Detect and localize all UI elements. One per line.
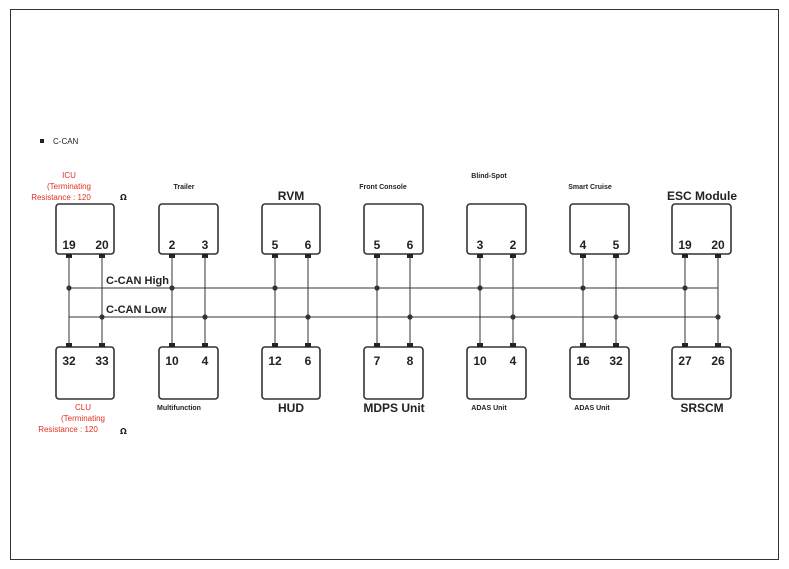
pin-number: 10 bbox=[165, 354, 179, 368]
pin-number: 10 bbox=[473, 354, 487, 368]
icu-terminating-label: (Terminating bbox=[47, 182, 91, 191]
c-can-high-label: C-CAN High bbox=[106, 275, 169, 287]
pin-number: 4 bbox=[510, 354, 517, 368]
junction-dot bbox=[374, 285, 380, 291]
module-smart-cruise: 4 5 Smart Cruise bbox=[568, 184, 630, 255]
legend-marker-icon bbox=[40, 139, 44, 143]
junction-dot bbox=[407, 314, 413, 320]
pin-number: 7 bbox=[374, 354, 381, 368]
module-rvm: 5 6 RVM bbox=[261, 189, 321, 255]
module-label-smart-cruise: Smart Cruise bbox=[568, 184, 612, 191]
module-icu: 19 20 bbox=[55, 203, 115, 255]
junction-dot bbox=[272, 285, 278, 291]
pin-number: 4 bbox=[202, 354, 209, 368]
icu-ohm-symbol: Ω bbox=[120, 193, 127, 202]
pin-number: 5 bbox=[272, 238, 279, 252]
c-can-low-label: C-CAN Low bbox=[106, 304, 167, 316]
module-trailer: 2 3 Trailer bbox=[158, 184, 219, 255]
module-label-multifunction: Multifunction bbox=[157, 405, 201, 412]
pin-number: 2 bbox=[169, 238, 176, 252]
module-adas-unit-2: 16 32 ADAS Unit bbox=[569, 346, 630, 412]
pin-number: 19 bbox=[62, 238, 76, 252]
pin-number: 32 bbox=[609, 354, 623, 368]
module-multifunction: 10 4 Multifunction bbox=[157, 346, 219, 412]
pin-number: 27 bbox=[678, 354, 692, 368]
module-clu: 32 33 bbox=[55, 346, 115, 400]
module-mdps: 7 8 MDPS Unit bbox=[363, 346, 425, 415]
pin-number: 6 bbox=[407, 238, 414, 252]
pin-number: 2 bbox=[510, 238, 517, 252]
module-label-srscm: SRSCM bbox=[680, 401, 723, 415]
pin-number: 4 bbox=[580, 238, 587, 252]
junction-dot bbox=[305, 314, 311, 320]
pin-number: 3 bbox=[202, 238, 209, 252]
pin-number: 32 bbox=[62, 354, 76, 368]
module-srscm: 27 26 SRSCM bbox=[671, 346, 732, 415]
junction-dot bbox=[99, 314, 105, 320]
module-front-console: 5 6 Front Console bbox=[359, 184, 424, 255]
icu-resistance-label: Resistance : 120 bbox=[31, 193, 91, 202]
clu-label: CLU bbox=[75, 403, 91, 412]
module-blind-spot: 3 2 Blind-Spot bbox=[466, 173, 527, 255]
module-label-hud: HUD bbox=[278, 401, 304, 415]
pin-number: 19 bbox=[678, 238, 692, 252]
pin-number: 12 bbox=[268, 354, 282, 368]
icu-label: ICU bbox=[62, 171, 76, 180]
clu-terminating-label: (Terminating bbox=[61, 414, 105, 423]
module-label-blind-spot: Blind-Spot bbox=[471, 173, 507, 180]
clu-resistance-label: Resistance : 120 bbox=[38, 425, 98, 434]
wire-group bbox=[66, 254, 721, 347]
pin-number: 16 bbox=[576, 354, 590, 368]
clu-ohm-symbol: Ω bbox=[120, 427, 127, 436]
module-label-mdps: MDPS Unit bbox=[363, 401, 424, 415]
module-label-esc: ESC Module bbox=[667, 189, 737, 203]
module-hud: 12 6 HUD bbox=[261, 346, 321, 415]
junction-dot bbox=[613, 314, 619, 320]
pin-number: 6 bbox=[305, 354, 312, 368]
pin-number: 5 bbox=[374, 238, 381, 252]
module-adas-unit-1: 10 4 ADAS Unit bbox=[466, 346, 527, 412]
pin-number: 20 bbox=[95, 238, 109, 252]
module-label-trailer: Trailer bbox=[173, 184, 194, 191]
pin-number: 20 bbox=[711, 238, 725, 252]
junction-dot bbox=[682, 285, 688, 291]
pin-number: 3 bbox=[477, 238, 484, 252]
pin-number: 33 bbox=[95, 354, 109, 368]
diagram-frame bbox=[10, 9, 779, 560]
module-label-rvm: RVM bbox=[278, 189, 304, 203]
junction-dot bbox=[580, 285, 586, 291]
junction-dot bbox=[715, 314, 721, 320]
module-label-adas-unit-2: ADAS Unit bbox=[574, 405, 610, 412]
legend-label: C-CAN bbox=[53, 137, 79, 146]
junction-dot bbox=[510, 314, 516, 320]
junction-dot bbox=[169, 285, 175, 291]
junction-dot bbox=[66, 285, 72, 291]
pin-number: 6 bbox=[305, 238, 312, 252]
junction-dot bbox=[202, 314, 208, 320]
pin-number: 5 bbox=[613, 238, 620, 252]
pin-number: 8 bbox=[407, 354, 414, 368]
junction-dot bbox=[477, 285, 483, 291]
module-label-adas-unit-1: ADAS Unit bbox=[471, 405, 507, 412]
module-esc: 19 20 ESC Module bbox=[667, 189, 737, 255]
module-label-front-console: Front Console bbox=[359, 184, 407, 191]
pin-number: 26 bbox=[711, 354, 725, 368]
